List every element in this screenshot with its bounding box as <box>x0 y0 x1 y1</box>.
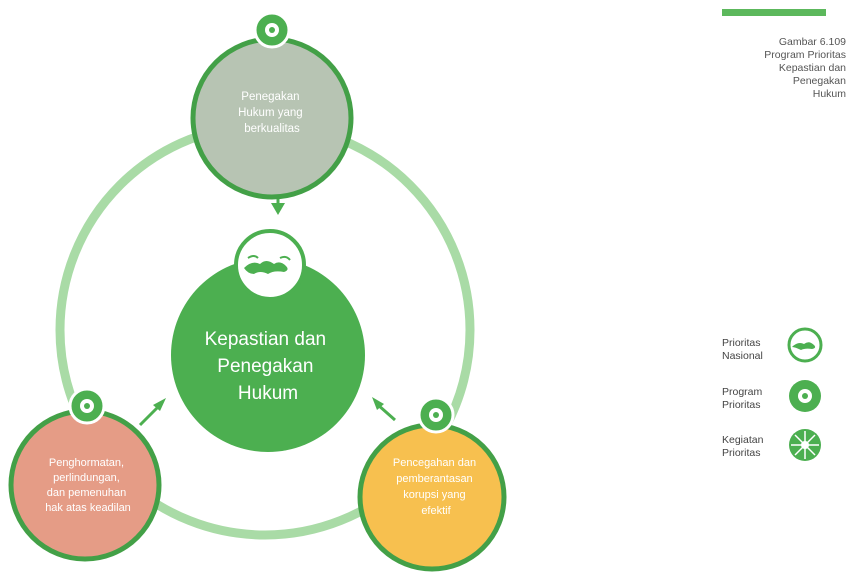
center-label: Kepastian dan Penegakan Hukum <box>205 329 332 404</box>
caption-line: Penegakan <box>792 75 846 87</box>
node-left <box>8 408 162 562</box>
indonesia-map-icon <box>234 229 306 301</box>
arrow-left <box>138 398 166 427</box>
caption-line: Gambar 6.109 <box>778 36 846 48</box>
node-left-label: Penghormatan, perlindungan, dan pemenuha… <box>45 457 131 514</box>
legend-indonesia-map-icon <box>787 327 823 363</box>
figure-caption: Gambar 6.109 Program Prioritas Kepastian… <box>700 36 846 101</box>
gear-icon <box>253 11 291 49</box>
caption-line: Kepastian dan <box>778 62 846 74</box>
center-node <box>171 258 365 452</box>
caption-line: Program Prioritas <box>764 49 846 61</box>
node-right-label: Pencegahan dan pemberantasan korupsi yan… <box>393 457 479 517</box>
legend-gear-icon <box>789 380 821 412</box>
gear-icon <box>68 387 106 425</box>
arrow-right <box>372 397 396 422</box>
caption-bar <box>722 9 826 16</box>
caption-line: Hukum <box>812 88 846 100</box>
gear-icon <box>417 396 455 434</box>
node-top-label: Penegakan Hukum yang berkualitas <box>238 91 306 135</box>
legend-sunburst-icon <box>789 429 821 461</box>
